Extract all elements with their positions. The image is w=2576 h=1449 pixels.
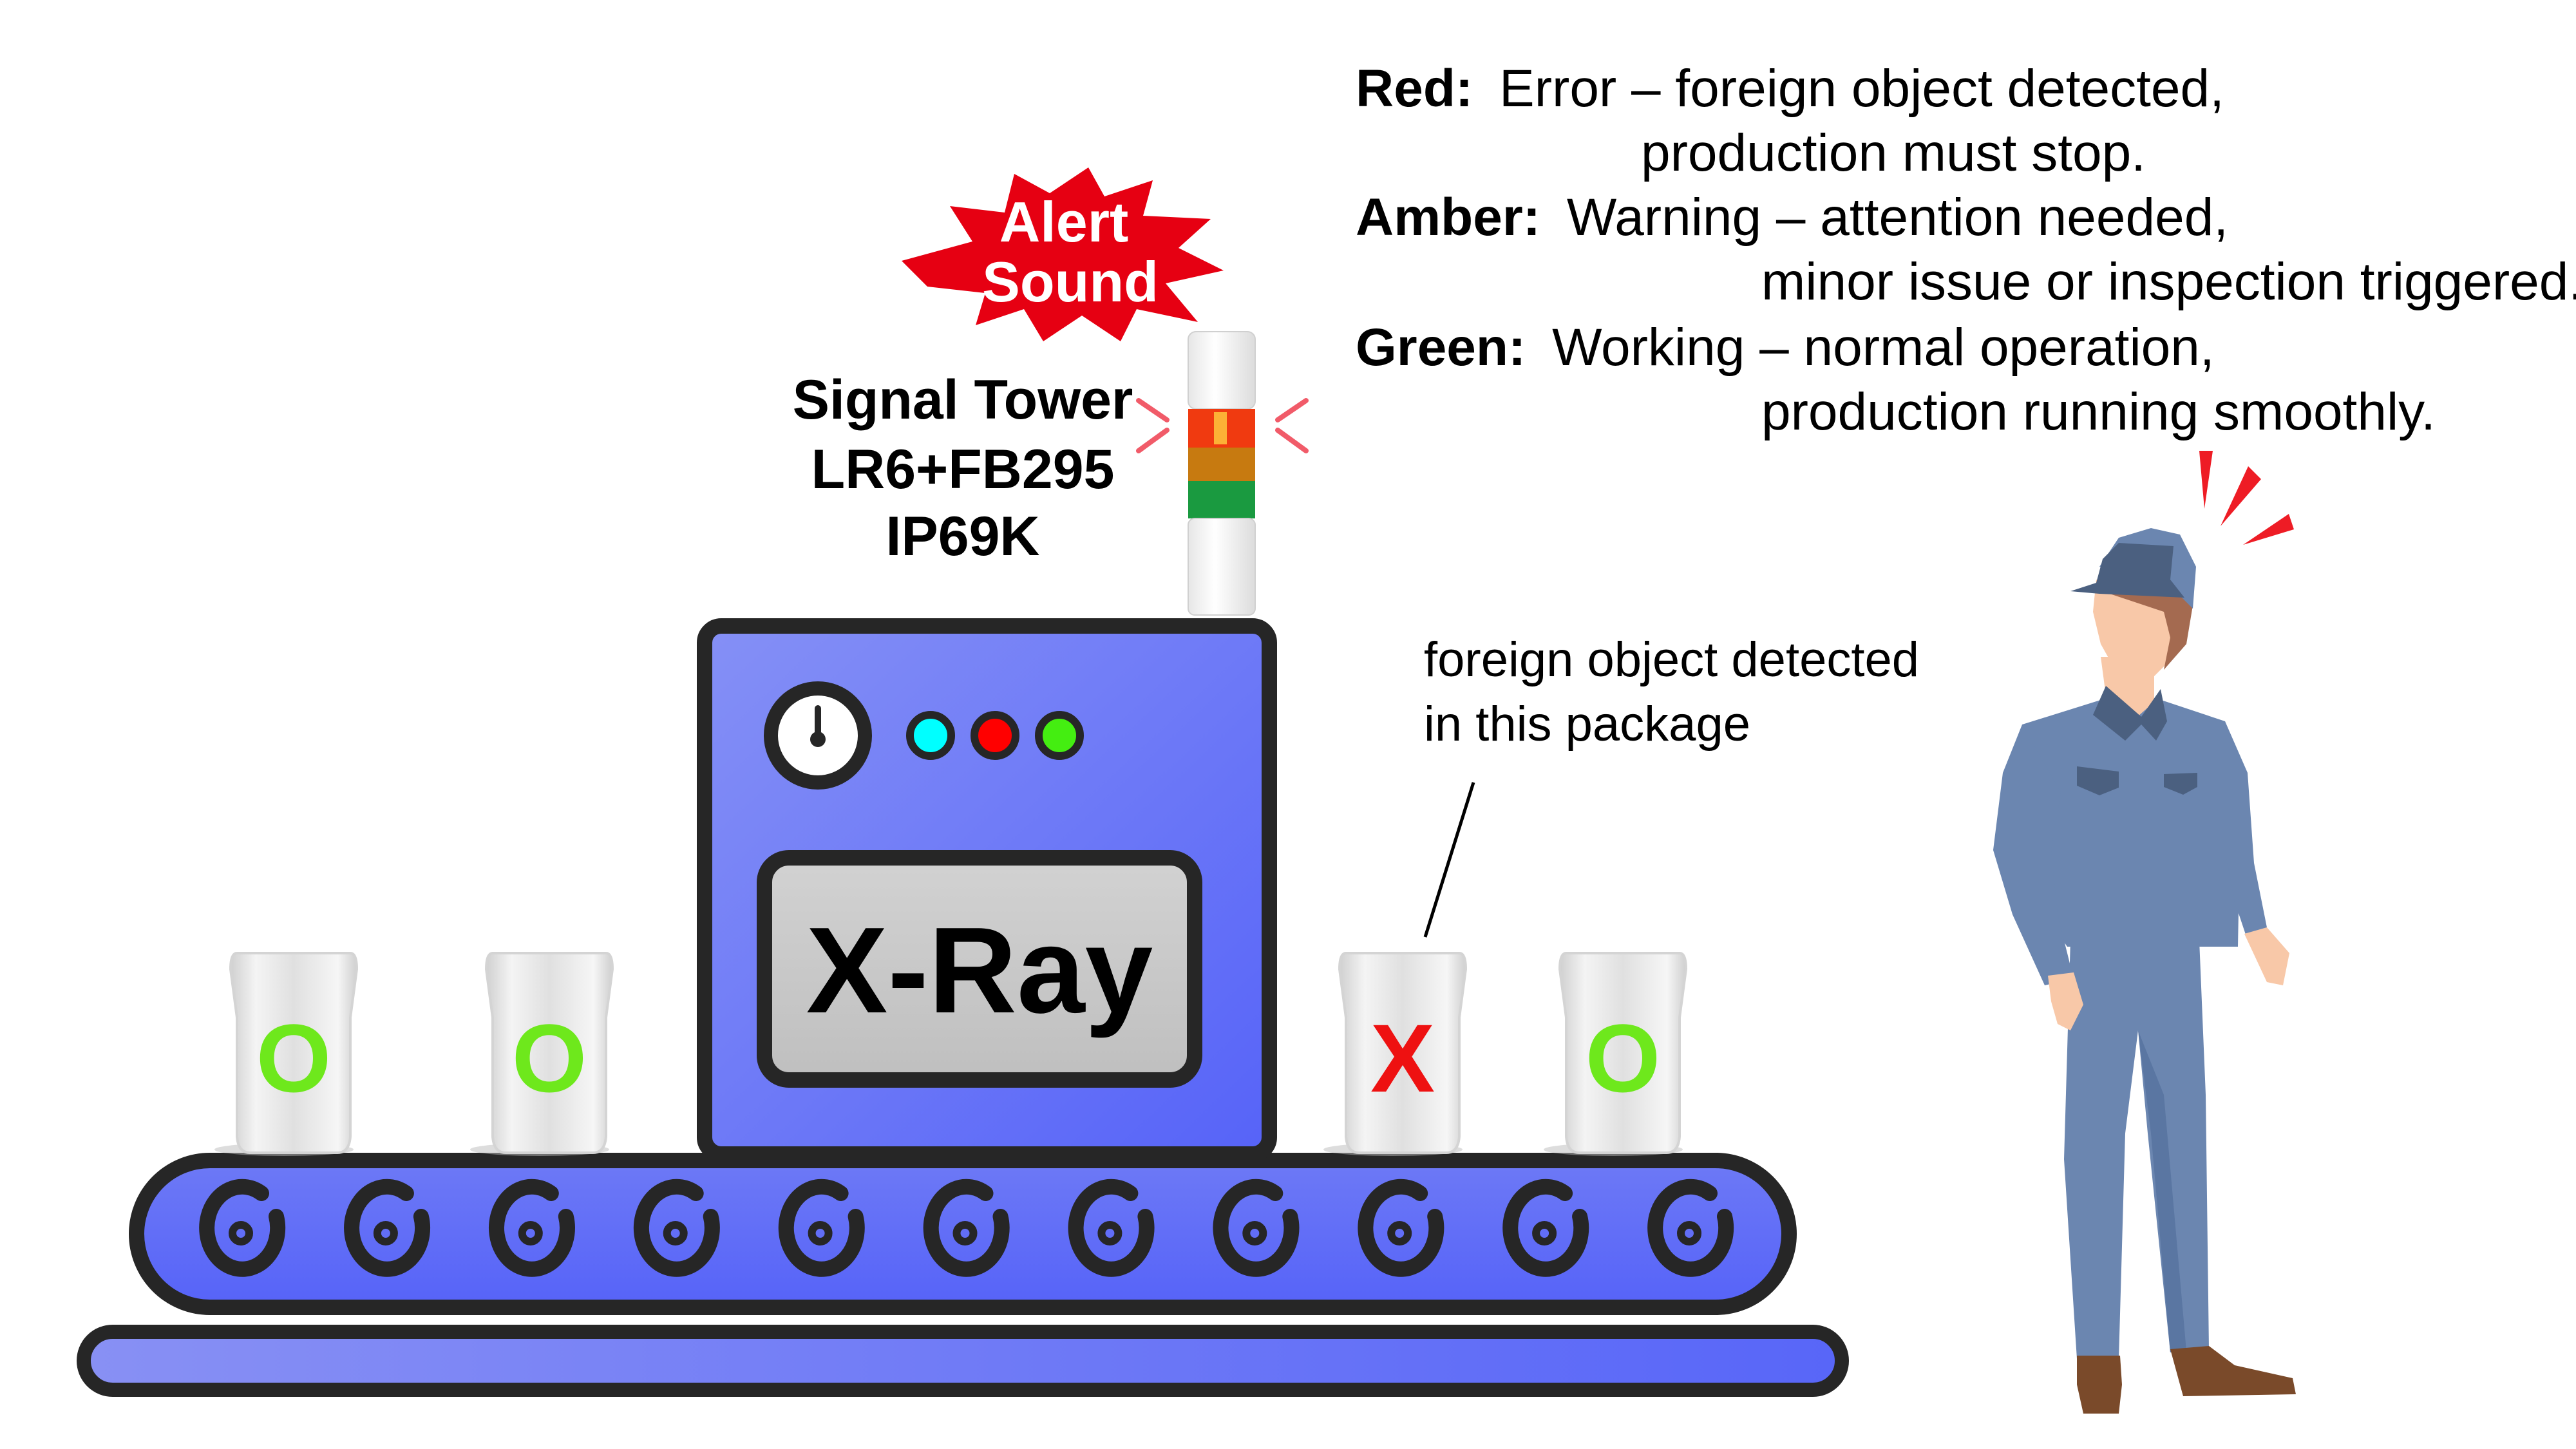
tower-cap: [1188, 331, 1256, 410]
signal-tower-rating: IP69K: [886, 506, 1039, 567]
conveyor-roller: [633, 1179, 720, 1277]
conveyor-rollers: [199, 1179, 1734, 1277]
legend-green-line2: production running smoothly.: [1761, 383, 2436, 441]
conveyor-roller: [344, 1179, 431, 1277]
foreign-object-callout: foreign object detected in this package: [1423, 632, 1919, 938]
burst-shape: [902, 167, 1224, 341]
worker-right-arm: [2225, 721, 2267, 940]
tower-red-glow: [1214, 412, 1227, 444]
conveyor-roller: [1502, 1179, 1589, 1277]
indicator-light-cyan: [906, 711, 955, 760]
worker-left-shoe: [2077, 1356, 2122, 1414]
package-body: [1338, 952, 1468, 1154]
legend-green-line1: Working – normal operation,: [1552, 318, 2215, 377]
conveyor-roller: [1213, 1179, 1300, 1277]
tower-flash-rays: [1136, 398, 1309, 453]
worker-figure: [1993, 451, 2296, 1414]
callout-line1: foreign object detected: [1424, 632, 1919, 687]
package-body: [229, 952, 359, 1154]
callout-line2: in this package: [1424, 697, 1750, 752]
conveyor-roller: [923, 1179, 1010, 1277]
worker-left-arm: [1993, 724, 2074, 985]
indicator-light-green: [1035, 711, 1084, 760]
legend-red-line1: Error – foreign object detected,: [1499, 59, 2224, 118]
dial-gauge-icon: [764, 681, 872, 790]
conveyor-roller: [1647, 1179, 1734, 1277]
xray-label: X-Ray: [806, 902, 1153, 1039]
legend-red-label: Red:: [1356, 59, 1473, 118]
xray-machine: X-Ray: [697, 618, 1277, 1162]
package-mark: X: [1370, 1004, 1435, 1112]
legend-amber-line2: minor issue or inspection triggered.: [1761, 252, 2576, 311]
package-mark: O: [1586, 1004, 1661, 1112]
alert-sound-burst: Alert Sound: [902, 167, 1224, 341]
package-mark: O: [256, 1004, 332, 1112]
callout-pointer-line: [1423, 782, 1475, 938]
signal-tower-name: Signal Tower: [793, 369, 1133, 431]
worker-torso: [2022, 699, 2241, 947]
xray-display-panel: [757, 850, 1202, 1088]
tower-base: [1188, 518, 1256, 616]
tower-green-light: [1188, 481, 1255, 518]
conveyor-roller: [199, 1179, 286, 1277]
legend-red-line2: production must stop.: [1641, 124, 2146, 182]
indicator-light-red: [971, 711, 1019, 760]
signal-tower-model: LR6+FB295: [811, 439, 1115, 500]
package-body: [484, 952, 614, 1154]
legend-amber-label: Amber:: [1356, 188, 1540, 247]
worker-right-shoe: [2170, 1346, 2296, 1396]
alert-line1: Alert: [999, 190, 1129, 254]
conveyor-base: [77, 1325, 1849, 1397]
legend-amber: Amber: Warning – attention needed,: [1356, 188, 2228, 247]
worker-right-hand: [2244, 927, 2289, 985]
package-mark: O: [512, 1004, 587, 1112]
package-pass: O: [1544, 952, 1688, 1156]
conveyor-roller: [1068, 1179, 1155, 1277]
conveyor-roller: [488, 1179, 575, 1277]
worker-alert-marks: [2199, 451, 2294, 545]
alert-line2: Sound: [982, 250, 1159, 314]
worker-pocket-right: [2164, 773, 2197, 795]
package-fail: X: [1323, 952, 1468, 1156]
worker-legs: [2064, 940, 2209, 1359]
signal-tower-label: Signal Tower LR6+FB295 IP69K: [793, 369, 1133, 567]
package-body: [1558, 952, 1688, 1154]
conveyor-roller: [778, 1179, 865, 1277]
worker-cap-brim: [2070, 543, 2184, 598]
worker-left-hand: [2048, 972, 2083, 1030]
legend-amber-line1: Warning – attention needed,: [1567, 188, 2228, 247]
signal-tower: [1136, 331, 1309, 616]
tower-amber-light: [1188, 448, 1255, 481]
legend-green-label: Green:: [1356, 318, 1526, 377]
legend-red: Red: Error – foreign object detected,: [1356, 59, 2224, 118]
status-legend: Red: Error – foreign object detected, pr…: [1356, 59, 2576, 441]
package-pass: O: [470, 952, 614, 1156]
conveyor-roller: [1358, 1179, 1444, 1277]
package-pass: O: [214, 952, 359, 1156]
legend-green: Green: Working – normal operation,: [1356, 318, 2215, 377]
worker-pocket-left: [2077, 766, 2119, 795]
worker-collar: [2093, 686, 2167, 741]
worker-leg-shadow: [2138, 1030, 2186, 1352]
worker-hair: [2096, 583, 2193, 670]
